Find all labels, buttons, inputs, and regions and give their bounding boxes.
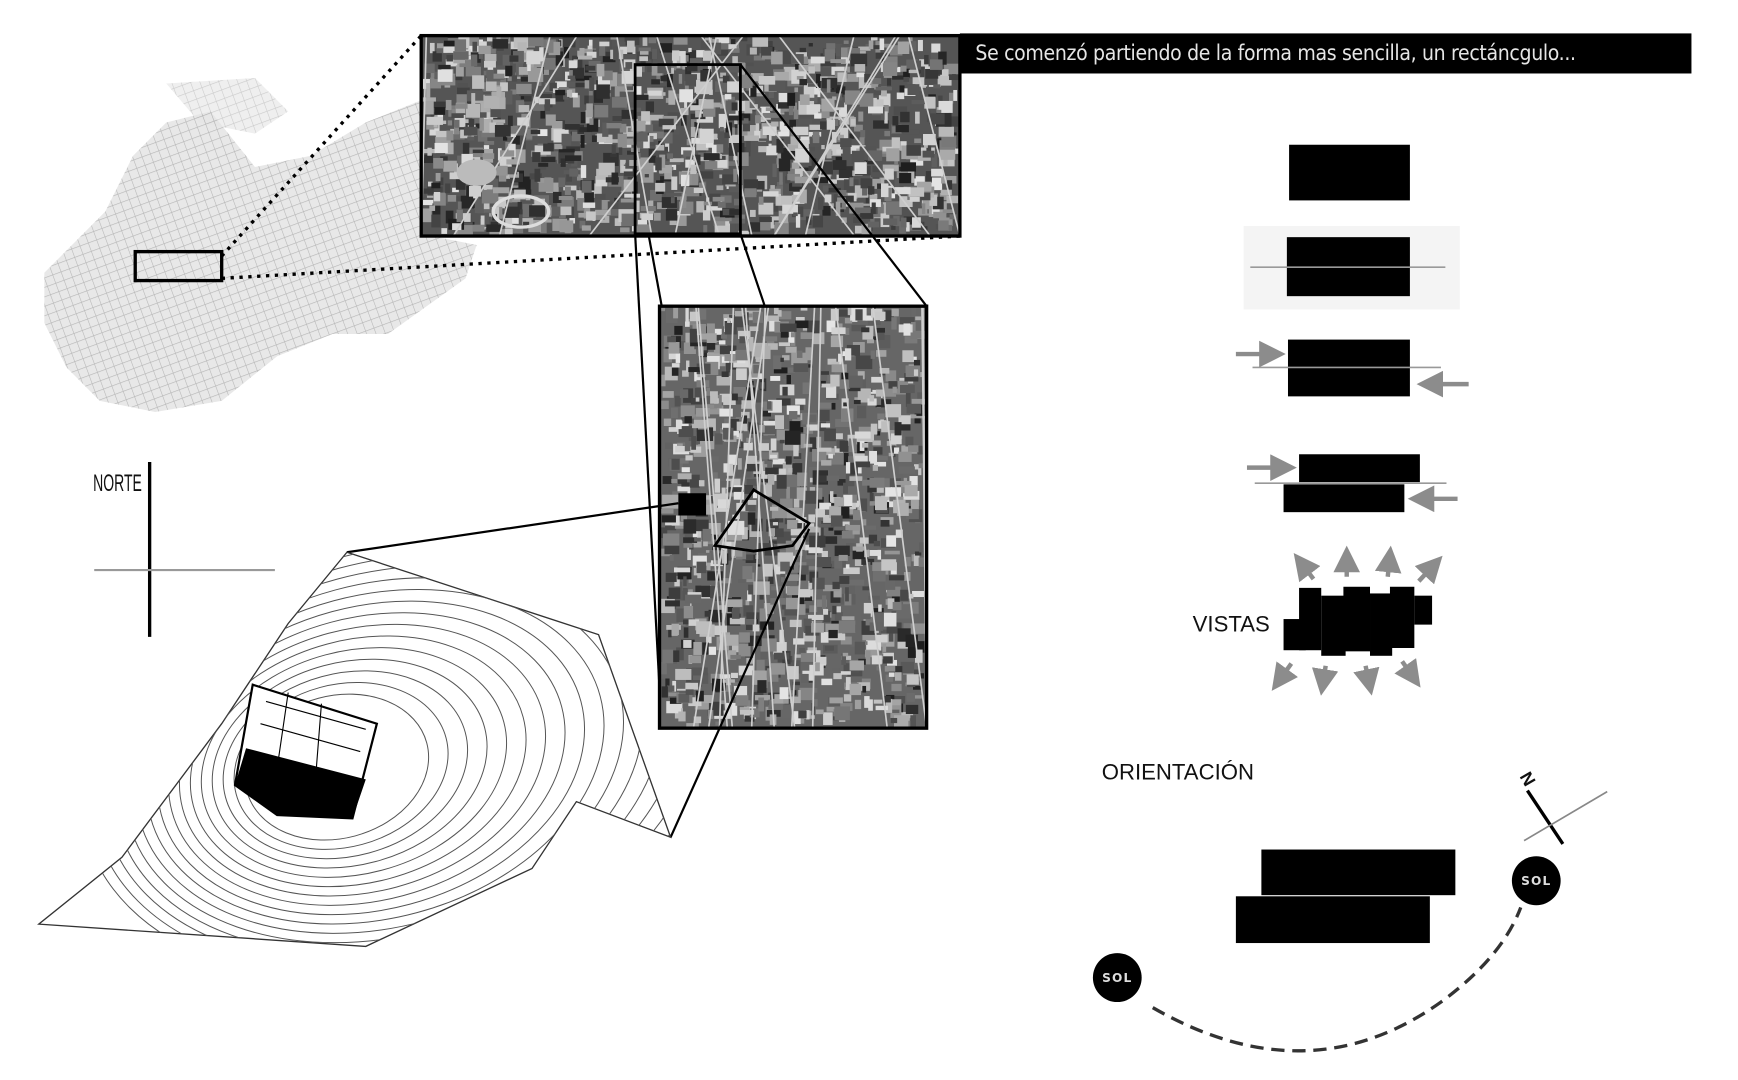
form-evolution-diagrams: VISTAS xyxy=(1193,144,1469,696)
sol-label: SOL xyxy=(1521,874,1551,888)
intro-banner: Se comenzó partiendo de la forma mas sen… xyxy=(959,33,1692,74)
sol-label: SOL xyxy=(1102,971,1132,985)
norte-label: NORTE xyxy=(93,470,142,497)
site-boundary xyxy=(712,488,812,553)
north-arrow-icon xyxy=(1526,789,1565,845)
sun-west-icon: SOL xyxy=(1092,953,1142,1003)
orientacion-label: ORIENTACIÓN xyxy=(1102,759,1254,784)
banner-text: Se comenzó partiendo de la forma mas sen… xyxy=(975,40,1575,65)
city-map xyxy=(44,34,960,412)
step-axis xyxy=(1243,226,1460,310)
aerial-photo-city xyxy=(419,33,962,238)
sun-east-icon: SOL xyxy=(1511,856,1561,906)
detail-highlight-box xyxy=(633,63,742,236)
view-arrows xyxy=(1271,545,1443,696)
location-highlight-box xyxy=(133,249,224,283)
orientation-diagram: ORIENTACIÓN N SOL SOL xyxy=(1092,759,1608,1053)
north-mark-label: N xyxy=(1516,768,1540,789)
aerial-photo-site xyxy=(657,304,929,730)
vistas-label: VISTAS xyxy=(1193,611,1270,636)
topographic-site-plan xyxy=(37,551,672,948)
step-offset xyxy=(1246,454,1458,513)
sun-path xyxy=(1151,906,1523,1053)
north-compass: NORTE xyxy=(93,462,275,637)
step-views: VISTAS xyxy=(1193,545,1443,696)
step-rectangle xyxy=(1289,144,1410,201)
step-push xyxy=(1235,339,1469,398)
